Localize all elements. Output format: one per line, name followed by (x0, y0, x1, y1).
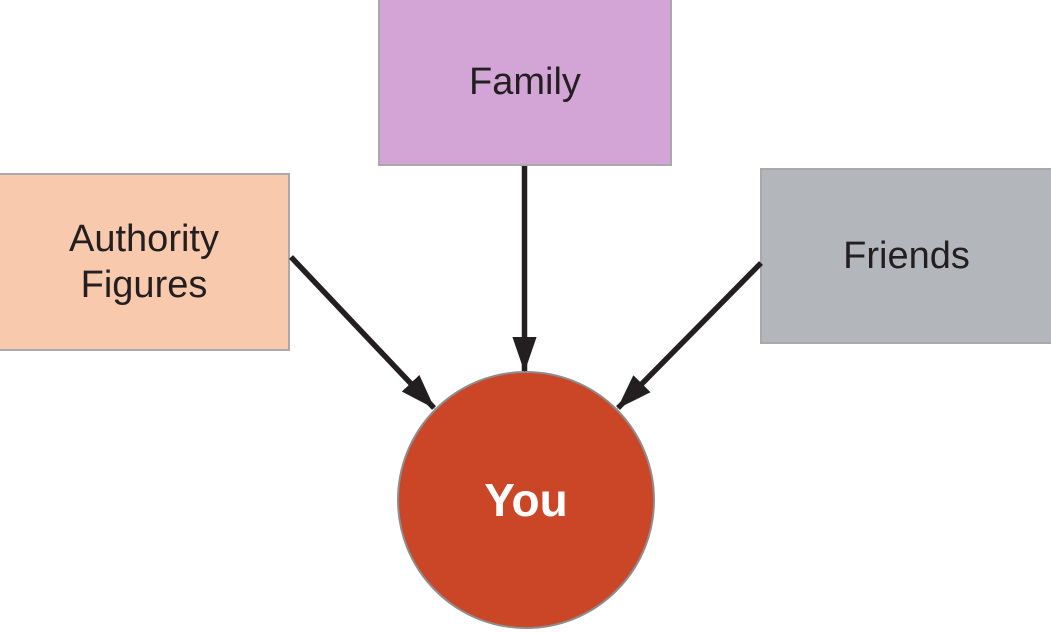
node-family: Family (378, 0, 672, 166)
node-authority-figures-label: Authority Figures (69, 217, 219, 306)
node-friends: Friends (760, 168, 1051, 344)
arrow-authority-to-you (289, 255, 436, 410)
node-authority-figures: Authority Figures (0, 173, 290, 351)
node-friends-label: Friends (843, 234, 970, 277)
node-family-label: Family (469, 60, 581, 103)
node-you-label: You (484, 474, 568, 526)
arrow-friends-to-you (616, 261, 763, 410)
node-you: You (397, 371, 655, 629)
